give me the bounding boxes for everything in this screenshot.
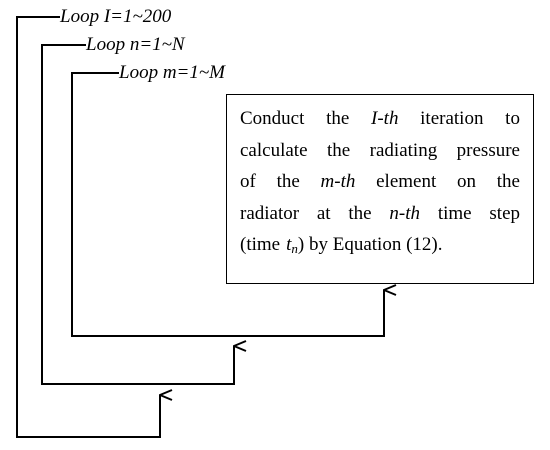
- box-word: the: [496, 171, 520, 192]
- box-word: of: [240, 171, 256, 192]
- box-word-element-index: m-th: [320, 171, 356, 192]
- inner-loop-label: Loop m=1~M: [119, 62, 225, 84]
- outer-loop-line: [16, 16, 160, 438]
- time-variable-symbol: t: [286, 234, 292, 255]
- box-word: ) by Equation (12).: [297, 234, 443, 255]
- box-line-3: of the m-th element on the: [240, 166, 520, 198]
- box-word: element: [376, 171, 437, 192]
- box-word: at: [316, 202, 331, 224]
- time-variable: tn) by Equation (12).: [286, 229, 442, 261]
- box-word-iteration-index: I-th: [371, 108, 399, 129]
- box-word: radiator: [240, 202, 300, 224]
- box-word: the: [326, 139, 351, 161]
- box-word: pressure: [456, 139, 520, 161]
- middle-loop-line: [41, 44, 234, 385]
- box-word: step: [489, 202, 520, 224]
- box-word: radiating: [369, 139, 438, 161]
- box-word: the: [326, 108, 350, 129]
- box-word: time: [437, 202, 472, 224]
- box-line-2: calculate the radiating pressure: [240, 135, 520, 167]
- box-word: calculate: [240, 139, 308, 161]
- inner-loop-line: [71, 72, 384, 337]
- box-word: (time: [240, 234, 281, 255]
- outer-loop-label: Loop I=1~200: [60, 6, 172, 28]
- box-word: the: [348, 202, 372, 224]
- box-word: on: [457, 171, 477, 192]
- box-word: iteration: [420, 108, 484, 129]
- box-word: the: [276, 171, 300, 192]
- box-line-4: radiator at the n-th time step: [240, 198, 520, 230]
- middle-loop-label: Loop n=1~N: [86, 34, 185, 56]
- box-word: to: [505, 108, 520, 129]
- box-word-time-step-index: n-th: [389, 202, 421, 224]
- box-line-1: Conduct the I-th iteration to: [240, 103, 520, 135]
- box-line-5: (time tn) by Equation (12).: [240, 229, 520, 261]
- time-variable-subscript: n: [291, 241, 298, 256]
- process-box: Conduct the I-th iteration to calculate …: [226, 94, 534, 284]
- box-word: Conduct: [240, 108, 305, 129]
